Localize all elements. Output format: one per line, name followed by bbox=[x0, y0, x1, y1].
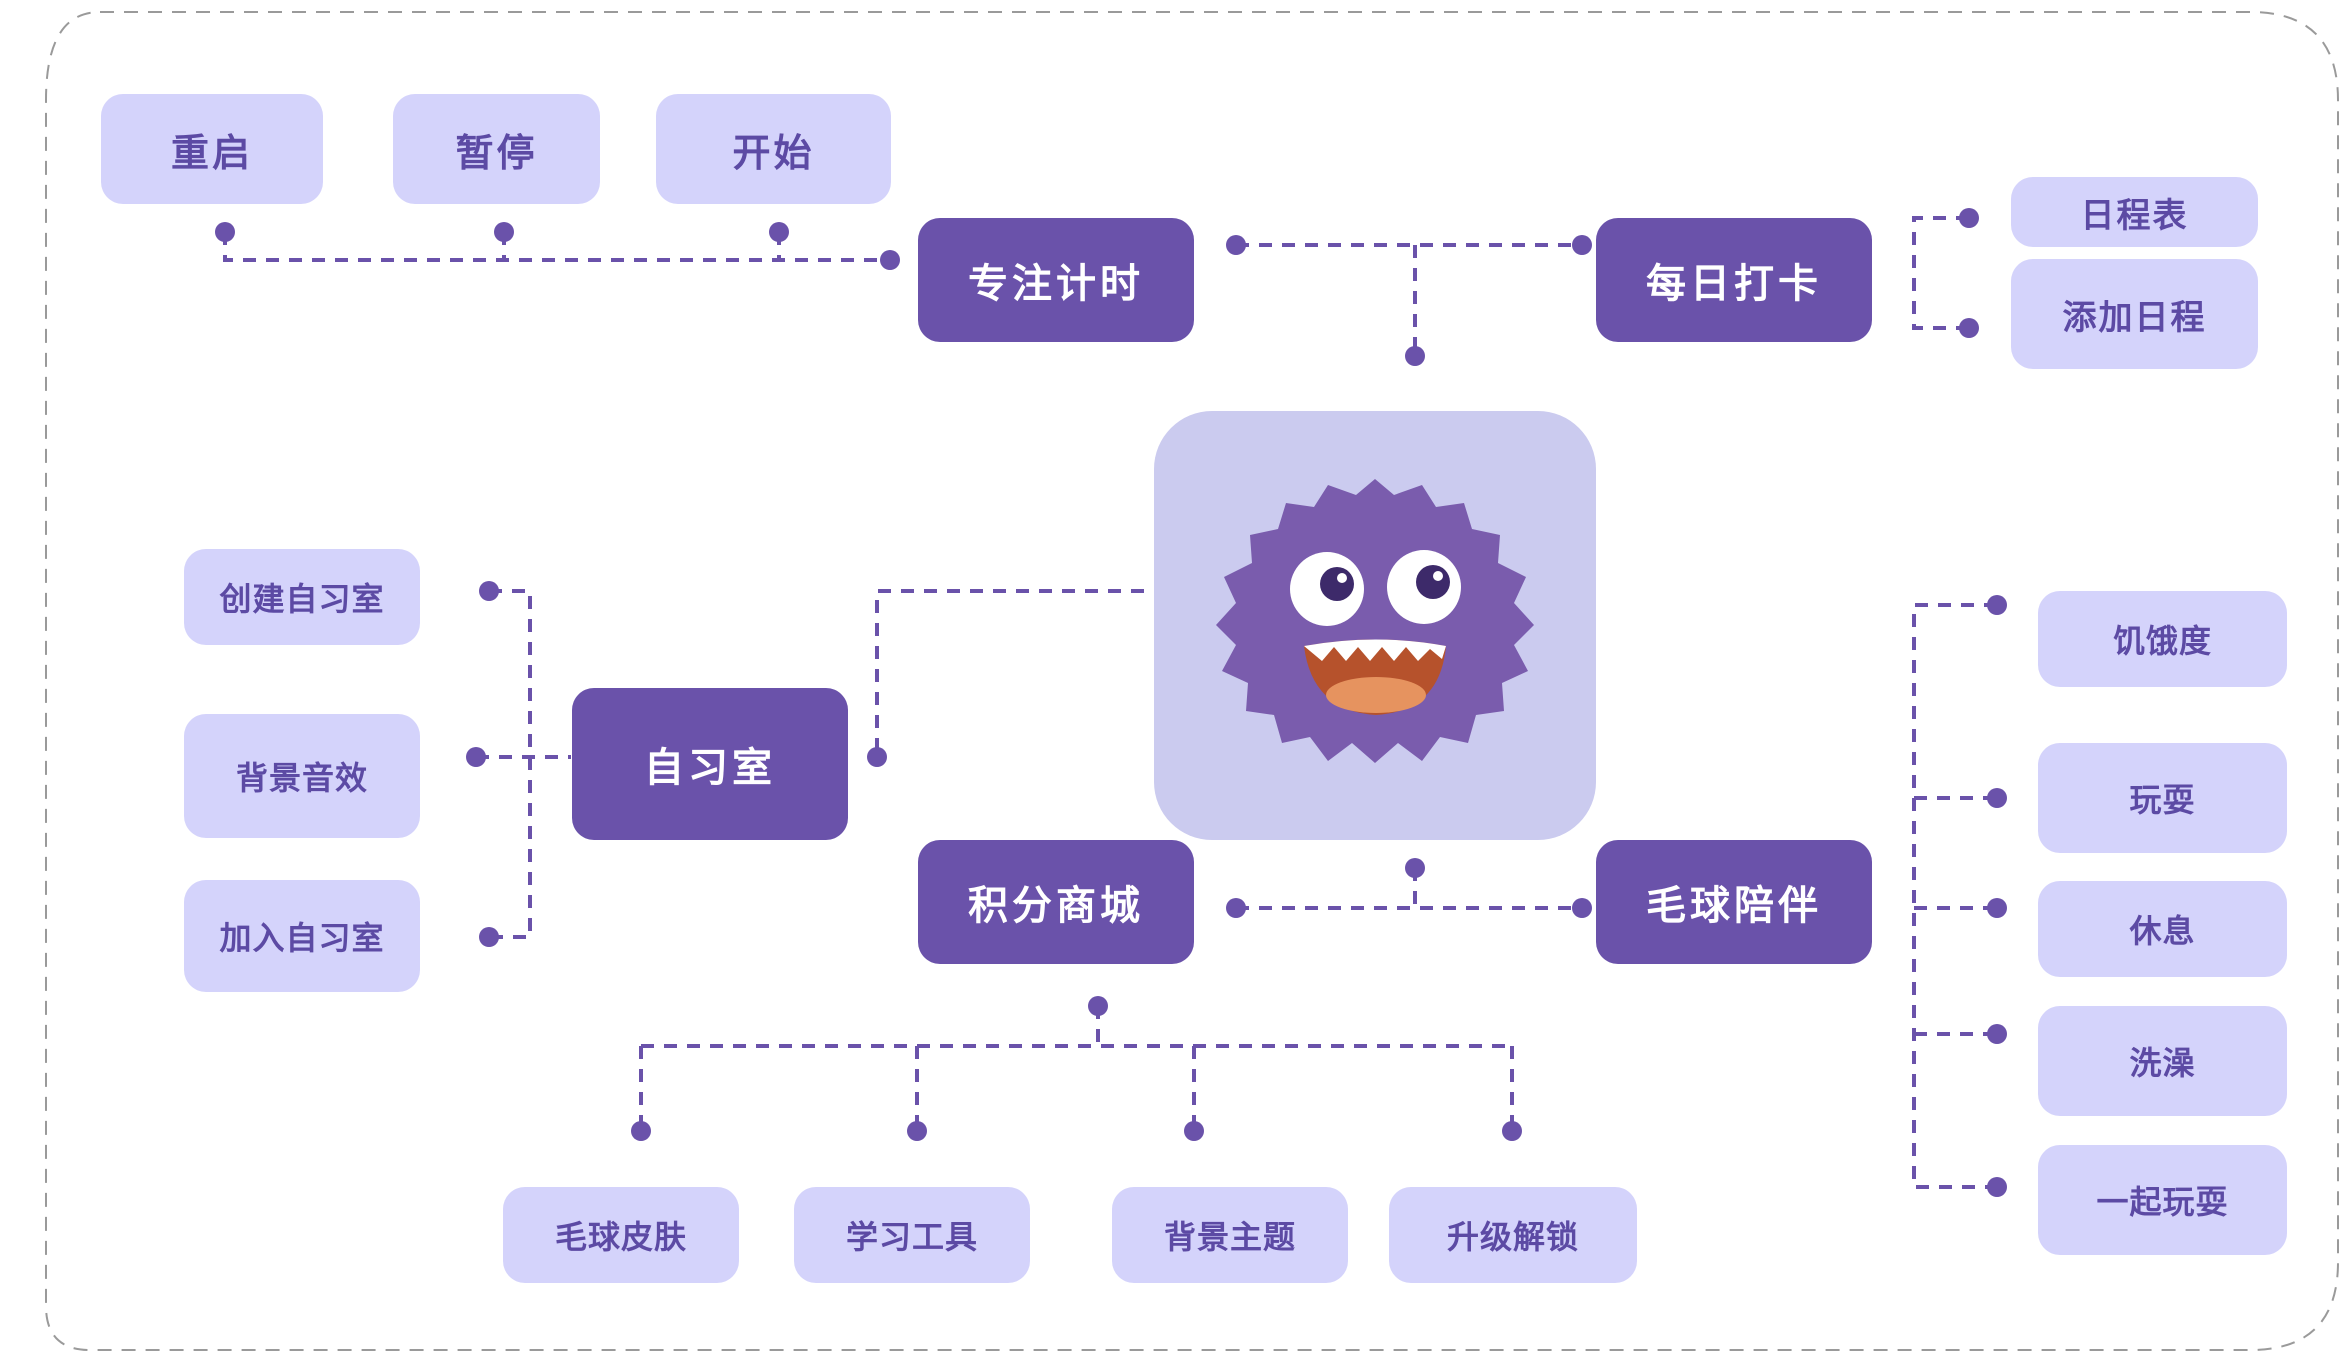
checkin-items-connector bbox=[1912, 216, 1969, 330]
center-studyroom-connector bbox=[875, 589, 1167, 757]
schedule-item[interactable]: 日程表 bbox=[2011, 177, 2258, 247]
fluffy-monster-icon bbox=[1216, 479, 1534, 763]
restart-button[interactable]: 重启 bbox=[101, 94, 323, 204]
play-item[interactable]: 玩耍 bbox=[2038, 743, 2287, 853]
hunger-item[interactable]: 饥饿度 bbox=[2038, 591, 2287, 687]
monster-skins-item[interactable]: 毛球皮肤 bbox=[503, 1187, 739, 1283]
background-sound-item[interactable]: 背景音效 bbox=[184, 714, 420, 838]
timer-actions-connector bbox=[223, 232, 890, 262]
play-together-item[interactable]: 一起玩耍 bbox=[2038, 1145, 2287, 1255]
studyroom-items-connector bbox=[476, 589, 571, 939]
start-button[interactable]: 开始 bbox=[656, 94, 891, 204]
companion-items-connector bbox=[1912, 603, 1997, 1189]
upgrade-unlock-item[interactable]: 升级解锁 bbox=[1389, 1187, 1637, 1283]
create-study-room-item[interactable]: 创建自习室 bbox=[184, 549, 420, 645]
background-theme-item[interactable]: 背景主题 bbox=[1112, 1187, 1348, 1283]
join-study-room-item[interactable]: 加入自习室 bbox=[184, 880, 420, 992]
mascot-card bbox=[1154, 411, 1596, 840]
mall-items-connector bbox=[639, 1006, 1514, 1131]
pause-button[interactable]: 暂停 bbox=[393, 94, 600, 204]
study-tools-item[interactable]: 学习工具 bbox=[794, 1187, 1030, 1283]
companion-node[interactable]: 毛球陪伴 bbox=[1596, 840, 1872, 964]
timer-checkin-connector bbox=[1236, 243, 1582, 356]
points-mall-node[interactable]: 积分商城 bbox=[918, 840, 1194, 964]
study-room-node[interactable]: 自习室 bbox=[572, 688, 848, 840]
rest-item[interactable]: 休息 bbox=[2038, 881, 2287, 977]
focus-timer-node[interactable]: 专注计时 bbox=[918, 218, 1194, 342]
add-schedule-item[interactable]: 添加日程 bbox=[2011, 259, 2258, 369]
outer-dashed-border bbox=[45, 11, 2339, 1351]
daily-checkin-node[interactable]: 每日打卡 bbox=[1596, 218, 1872, 342]
connector-dots bbox=[215, 208, 2007, 1197]
bath-item[interactable]: 洗澡 bbox=[2038, 1006, 2287, 1116]
